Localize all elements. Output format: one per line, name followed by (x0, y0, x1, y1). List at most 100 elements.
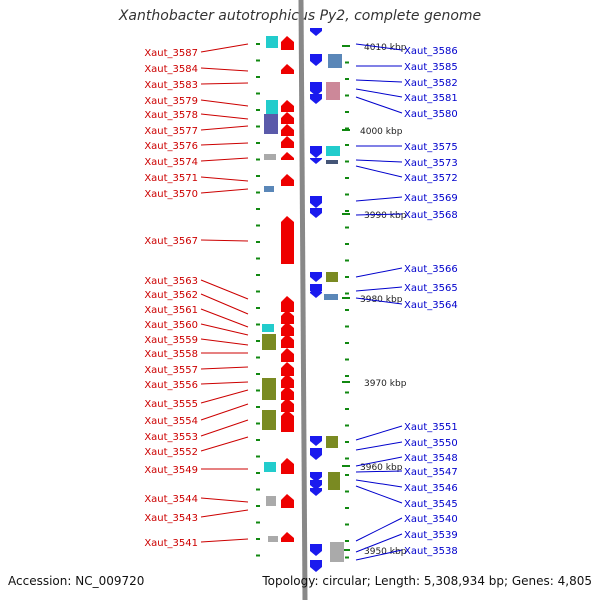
leader-line-right (355, 213, 403, 216)
gene-label-left: Xaut_3544 (144, 494, 198, 505)
gene-label-left: Xaut_3563 (144, 276, 198, 287)
leader-line-left (200, 99, 249, 107)
leader-line-left (200, 323, 249, 336)
gene-label-left: Xaut_3571 (144, 173, 198, 184)
leader-line-right (355, 470, 403, 473)
gene-label-left: Xaut_3555 (144, 399, 198, 410)
reverse-gene-arrow (310, 54, 322, 66)
leader-line-right (355, 297, 403, 305)
leader-line-right (355, 549, 403, 561)
gene-label-right: Xaut_3569 (404, 193, 458, 204)
gene-label-left: Xaut_3554 (144, 416, 198, 427)
gene-label-right: Xaut_3581 (404, 93, 458, 104)
reverse-gene-arrow (310, 82, 322, 96)
domain-block (326, 146, 340, 156)
domain-block (266, 100, 278, 114)
leader-line-right (355, 88, 403, 98)
leader-line-left (200, 366, 249, 370)
gene-label-right: Xaut_3546 (404, 483, 458, 494)
reverse-gene-arrow (310, 292, 322, 298)
gene-label-left: Xaut_3562 (144, 290, 198, 301)
gene-label-left: Xaut_3558 (144, 349, 198, 360)
forward-gene-arrow (281, 348, 294, 362)
domain-block (324, 294, 338, 300)
gene-label-left: Xaut_3552 (144, 447, 198, 458)
leader-line-left (200, 293, 249, 315)
gene-label-left: Xaut_3578 (144, 110, 198, 121)
leader-line-left (200, 82, 249, 85)
scale-label: 3990 kbp (364, 211, 407, 221)
leader-line-right (355, 286, 403, 292)
gene-label-right: Xaut_3545 (404, 499, 458, 510)
scale-label: 3950 kbp (364, 547, 407, 557)
forward-gene-arrow (281, 112, 294, 124)
leader-line-left (200, 497, 249, 503)
forward-gene-arrow (281, 136, 294, 148)
leader-line-left (200, 67, 249, 72)
domain-block (262, 378, 276, 400)
domain-block (264, 114, 278, 134)
reverse-gene-arrow (310, 28, 322, 36)
reverse-gene-arrow (310, 158, 322, 164)
gene-label-left: Xaut_3583 (144, 80, 198, 91)
leader-line-left (200, 279, 249, 300)
forward-gene-arrow (281, 362, 294, 376)
leader-line-right (355, 267, 403, 278)
gene-label-left: Xaut_3557 (144, 365, 198, 376)
gene-label-left: Xaut_3576 (144, 141, 198, 152)
leader-line-right (355, 79, 403, 83)
domain-block (326, 436, 338, 448)
domain-block (266, 36, 278, 48)
gene-label-right: Xaut_3586 (404, 46, 458, 57)
gene-label-left: Xaut_3577 (144, 126, 198, 137)
reverse-gene-arrow (310, 272, 322, 282)
forward-gene-arrow (281, 458, 294, 474)
domain-block (330, 542, 344, 562)
scale-label: 3970 kbp (364, 379, 407, 389)
forward-gene-arrow (281, 64, 294, 74)
leader-line-left (200, 157, 249, 162)
reverse-gene-arrow (310, 472, 322, 482)
gene-label-left: Xaut_3574 (144, 157, 198, 168)
gene-label-left: Xaut_3584 (144, 64, 198, 75)
leader-line-left (200, 436, 249, 452)
forward-gene-arrow (281, 296, 294, 312)
gene-label-right: Xaut_3580 (404, 109, 458, 120)
gene-label-left: Xaut_3579 (144, 96, 198, 107)
leader-line-left (200, 239, 249, 242)
gene-label-left: Xaut_3561 (144, 305, 198, 316)
leader-line-right (355, 456, 403, 467)
leader-line-left (200, 142, 249, 146)
gene-label-right: Xaut_3538 (404, 546, 458, 557)
gene-label-right: Xaut_3572 (404, 173, 458, 184)
gene-label-right: Xaut_3585 (404, 62, 458, 73)
genome-summary-text: Topology: circular; Length: 5,308,934 bp… (262, 574, 592, 588)
gene-label-right: Xaut_3540 (404, 514, 458, 525)
domain-block (328, 472, 340, 490)
forward-gene-arrow (281, 310, 294, 324)
gene-label-left: Xaut_3553 (144, 432, 198, 443)
domain-block (268, 536, 278, 542)
gene-label-left: Xaut_3543 (144, 513, 198, 524)
gene-label-left: Xaut_3567 (144, 236, 198, 247)
gene-label-right: Xaut_3566 (404, 264, 458, 275)
leader-line-left (200, 308, 249, 328)
gene-label-right: Xaut_3548 (404, 453, 458, 464)
leader-line-left (200, 176, 249, 182)
reverse-gene-arrow (310, 436, 322, 446)
reverse-gene-arrow (310, 544, 322, 556)
leader-line-left (200, 125, 249, 131)
forward-gene-arrow (281, 216, 294, 264)
gene-label-right: Xaut_3582 (404, 78, 458, 89)
forward-gene-arrow (281, 36, 294, 50)
forward-gene-arrow (281, 494, 294, 508)
gene-label-left: Xaut_3560 (144, 320, 198, 331)
gene-label-left: Xaut_3587 (144, 48, 198, 59)
reverse-gene-arrow (310, 146, 322, 158)
scale-label: 3980 kbp (360, 295, 403, 305)
reverse-gene-arrow (310, 94, 322, 104)
gene-label-right: Xaut_3564 (404, 300, 458, 311)
domain-block (262, 324, 274, 332)
leader-line-right (355, 533, 403, 553)
gene-label-right: Xaut_3547 (404, 467, 458, 478)
